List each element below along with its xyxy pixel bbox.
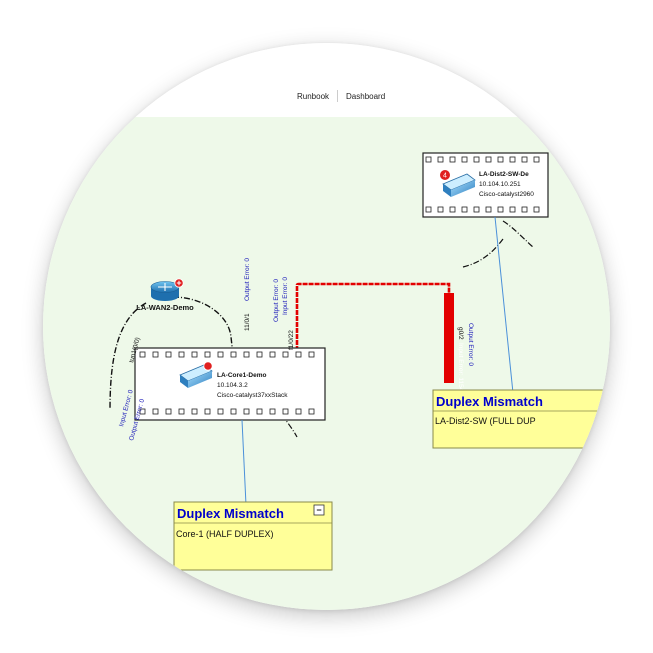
note-connector-dist2: [494, 216, 514, 394]
error-link[interactable]: [295, 282, 451, 357]
nav-divider: [337, 90, 339, 102]
core1-ports-bottom: [139, 408, 315, 415]
dist-internal-dash: [462, 238, 504, 268]
duplex-note-core1[interactable]: Duplex Mismatch − Core-1 (HALF DUPLEX): [173, 501, 333, 571]
dist2-model: Cisco-catalyst2960: [479, 191, 534, 198]
switch-icon: [179, 361, 213, 388]
error-port-highlight: [444, 293, 454, 383]
wan-core-link[interactable]: [172, 296, 234, 356]
core1-ip: 10.104.3.2: [217, 382, 248, 389]
core1-name: LA-Core1-Demo: [217, 372, 267, 379]
alert-badge-icon: [439, 169, 451, 181]
collapse-button[interactable]: −: [313, 504, 325, 516]
screenshot-circle: Runbook Dashboard: [43, 43, 610, 610]
note-box-dist2: [432, 389, 610, 449]
core-port2-input-label: Input Error: 0: [282, 277, 289, 315]
collapse-icon: [313, 504, 325, 516]
wan-link-left[interactable]: [109, 302, 147, 410]
router-icon: [150, 278, 184, 301]
core-port2-output-label: Output Error: 0: [273, 279, 280, 322]
dist-output-label: Output Error: 0: [467, 323, 474, 366]
note-core1-title: Duplex Mismatch: [177, 506, 284, 521]
core-port2-label: f1/0/22: [288, 330, 295, 350]
dist2-ports-bottom: [425, 206, 540, 213]
core1-model: Cisco-catalyst37xxStack: [217, 392, 288, 399]
note-connector-core1: [241, 419, 247, 506]
dashboard-link[interactable]: Dashboard: [346, 91, 386, 101]
note-dist2-body: LA-Dist2-SW (FULL DUP: [435, 416, 536, 426]
runbook-link[interactable]: Runbook: [297, 91, 330, 101]
collapse-symbol: −: [316, 505, 321, 515]
core1-switch-node[interactable]: LA-Core1-Demo 10.104.3.2 Cisco-catalyst3…: [134, 347, 326, 421]
core1-ports-top: [139, 351, 315, 358]
dist-uplink-dash: [502, 220, 534, 248]
core-port1-output-label: Output Error: 0: [244, 258, 251, 301]
dist2-name: LA-Dist2-SW-De: [479, 171, 529, 178]
dist2-switch-node[interactable]: 4 LA-Dist2-SW-De 10.104.10.251 Cisco-cat…: [422, 152, 549, 218]
wan2-router-node[interactable]: LA-WAN2-Demo: [136, 278, 194, 312]
top-nav: Runbook Dashboard: [297, 90, 385, 102]
topology-map[interactable]: 4 LA-Dist2-SW-De 10.104.10.251 Cisco-cat…: [43, 117, 610, 610]
duplex-note-dist2[interactable]: Duplex Mismatch LA-Dist2-SW (FULL DUP: [432, 389, 610, 449]
topology-svg: 4 LA-Dist2-SW-De 10.104.10.251 Cisco-cat…: [109, 152, 610, 571]
dist-port-label: g0/2: [457, 327, 464, 340]
note-box-core1: [173, 501, 333, 571]
dist-input-error-label: Input Error: 11547: [457, 343, 464, 395]
core1-box: [134, 347, 326, 421]
core-port1-label: 11/0/1: [244, 313, 251, 331]
dist2-ip: 10.104.10.251: [479, 181, 521, 188]
note-core1-body: Core-1 (HALF DUPLEX): [176, 529, 274, 539]
note-dist2-title: Duplex Mismatch: [436, 394, 543, 409]
switch-icon: [442, 173, 476, 197]
wan2-name: LA-WAN2-Demo: [136, 303, 194, 312]
dist2-ports-top: [425, 156, 540, 163]
alert-badge-count: 4: [443, 173, 447, 180]
top-navigation-bar: Runbook Dashboard: [43, 43, 610, 117]
